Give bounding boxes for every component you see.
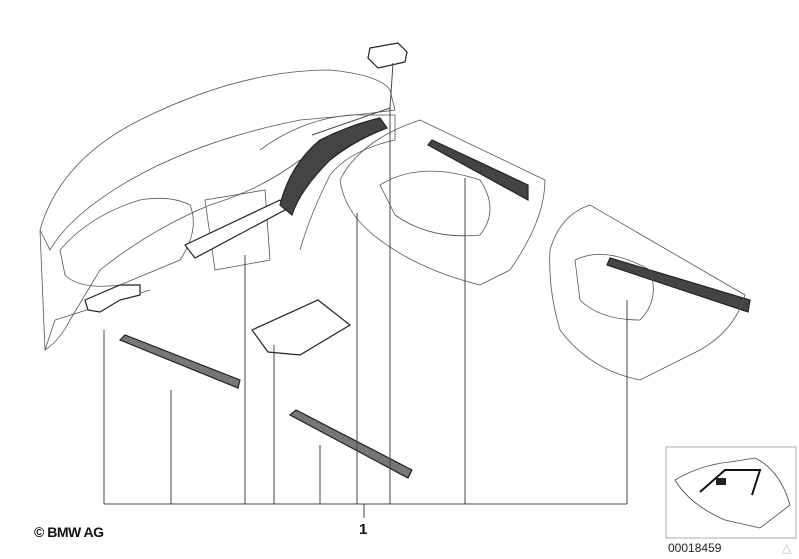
dash-trim-right	[279, 117, 388, 217]
clip-part	[367, 42, 408, 69]
sill-trim-1	[118, 334, 241, 389]
front-door-trim	[427, 139, 529, 202]
position-label-1: 1	[359, 521, 368, 538]
leader-lines	[103, 62, 628, 518]
sill-trim-2	[288, 409, 413, 479]
rear-door-trim	[606, 257, 751, 313]
overview-thumbnail	[665, 446, 797, 539]
dash-trim-center	[184, 199, 286, 259]
trim-strips	[84, 42, 751, 479]
triangle-icon: △	[782, 541, 792, 555]
diagram-id: 00018459	[668, 541, 722, 555]
copyright-text: © BMW AG	[34, 524, 104, 540]
door-outlines	[339, 119, 746, 381]
console-trim	[251, 299, 352, 356]
dash-trim-left	[84, 284, 141, 313]
